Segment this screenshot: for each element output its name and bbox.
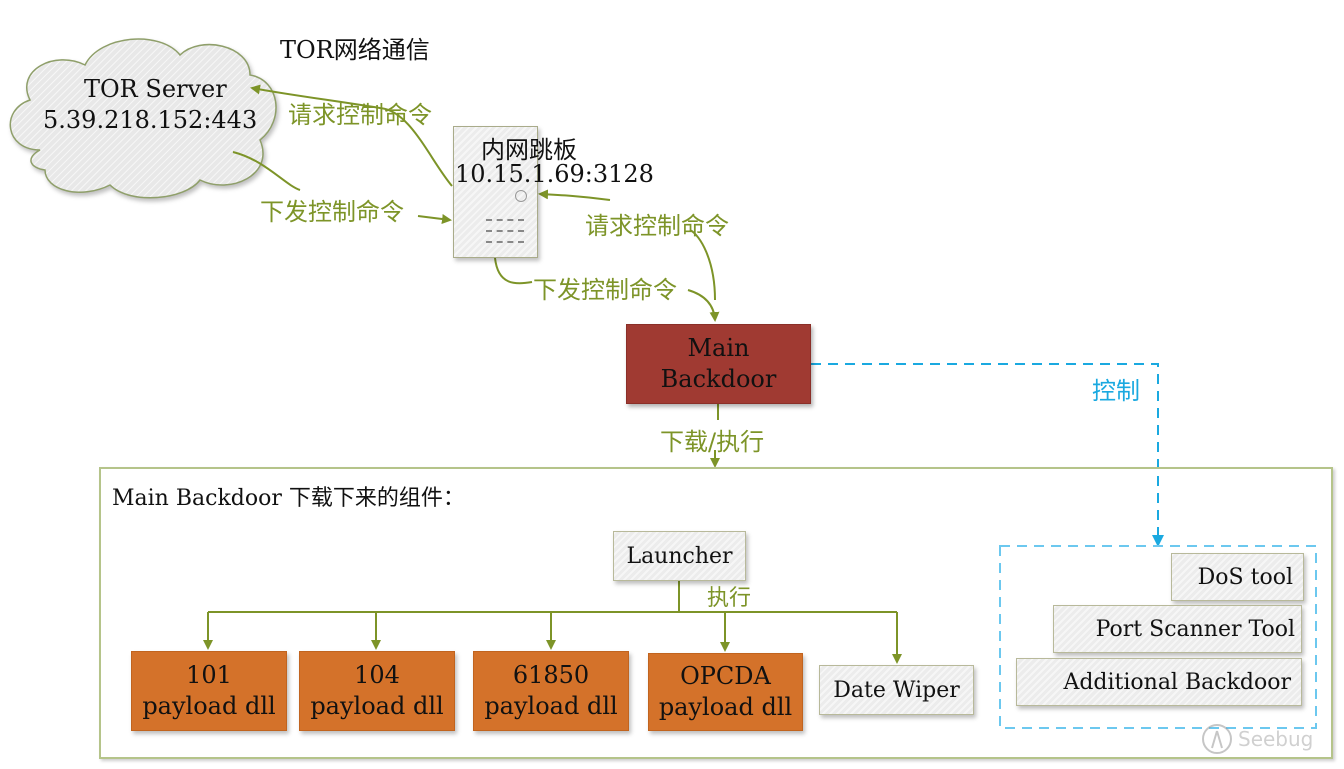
components-panel-title: Main Backdoor 下载下来的组件： (112, 486, 465, 511)
edge-issue-cmd-1-arrow (417, 214, 452, 224)
date-wiper-node: Date Wiper (819, 665, 974, 715)
tool-additional-backdoor-node: Additional Backdoor (1016, 658, 1302, 706)
tool-port-scanner-node: Port Scanner Tool (1053, 605, 1302, 653)
label-execute: 执行 (707, 586, 752, 611)
payload-id: 101 (186, 661, 232, 689)
edge-request-cmd-2-arrow (538, 189, 611, 201)
launcher-node: Launcher (613, 531, 746, 581)
payload-type: payload dll (658, 693, 793, 721)
payload-type: payload dll (484, 692, 618, 720)
jump-host-address: 10.15.1.69:3128 (455, 160, 654, 188)
tor-server-address: 5.39.218.152:443 (43, 106, 258, 134)
label-download-execute: 下载/执行 (660, 428, 765, 456)
jump-host-name: 内网跳板 (481, 136, 577, 164)
tor-cloud-shape (9, 38, 277, 199)
server-power-led-icon (515, 190, 527, 202)
server-vent-line (486, 219, 524, 224)
server-vent-line (486, 230, 524, 235)
edge-issue-cmd-2-arrow (687, 289, 720, 322)
payload-id: 104 (354, 661, 400, 689)
jump-host-server-icon (453, 126, 538, 258)
label-request-cmd-2: 请求控制命令 (585, 212, 729, 240)
main-backdoor-line2: Backdoor (660, 365, 777, 393)
components-panel (99, 467, 1333, 759)
edge-request-cmd-1 (250, 84, 453, 187)
tor-server-name: TOR Server (84, 75, 227, 103)
seebug-watermark-text: Seebug (1238, 727, 1314, 751)
edge-control (811, 363, 1164, 547)
payload-id: OPCDA (680, 662, 771, 690)
label-issue-cmd-1: 下发控制命令 (260, 198, 404, 226)
tools-dashed-container (999, 545, 1317, 729)
edge-request-cmd-2 (689, 229, 716, 301)
payload-type: payload dll (142, 692, 276, 720)
server-vent-line (486, 241, 524, 246)
payload-101-node: 101 payload dll (131, 651, 287, 731)
main-backdoor-node: Main Backdoor (626, 324, 811, 404)
label-request-cmd-1: 请求控制命令 (288, 101, 432, 129)
seebug-watermark: Seebug (1200, 722, 1313, 756)
label-issue-cmd-2: 下发控制命令 (533, 276, 677, 304)
payload-opcda-node: OPCDA payload dll (648, 653, 803, 731)
payload-type: payload dll (310, 692, 444, 720)
seebug-logo-icon (1202, 724, 1232, 754)
payload-id: 61850 (512, 661, 590, 689)
payload-104-node: 104 payload dll (299, 651, 455, 731)
edge-issue-cmd-1 (232, 151, 301, 191)
label-control: 控制 (1092, 377, 1140, 405)
tool-dos-node: DoS tool (1171, 553, 1304, 601)
payload-61850-node: 61850 payload dll (473, 651, 629, 731)
main-backdoor-line1: Main (687, 334, 750, 362)
edge-issue-cmd-2 (494, 257, 533, 285)
diagram-title: TOR网络通信 (280, 36, 430, 64)
